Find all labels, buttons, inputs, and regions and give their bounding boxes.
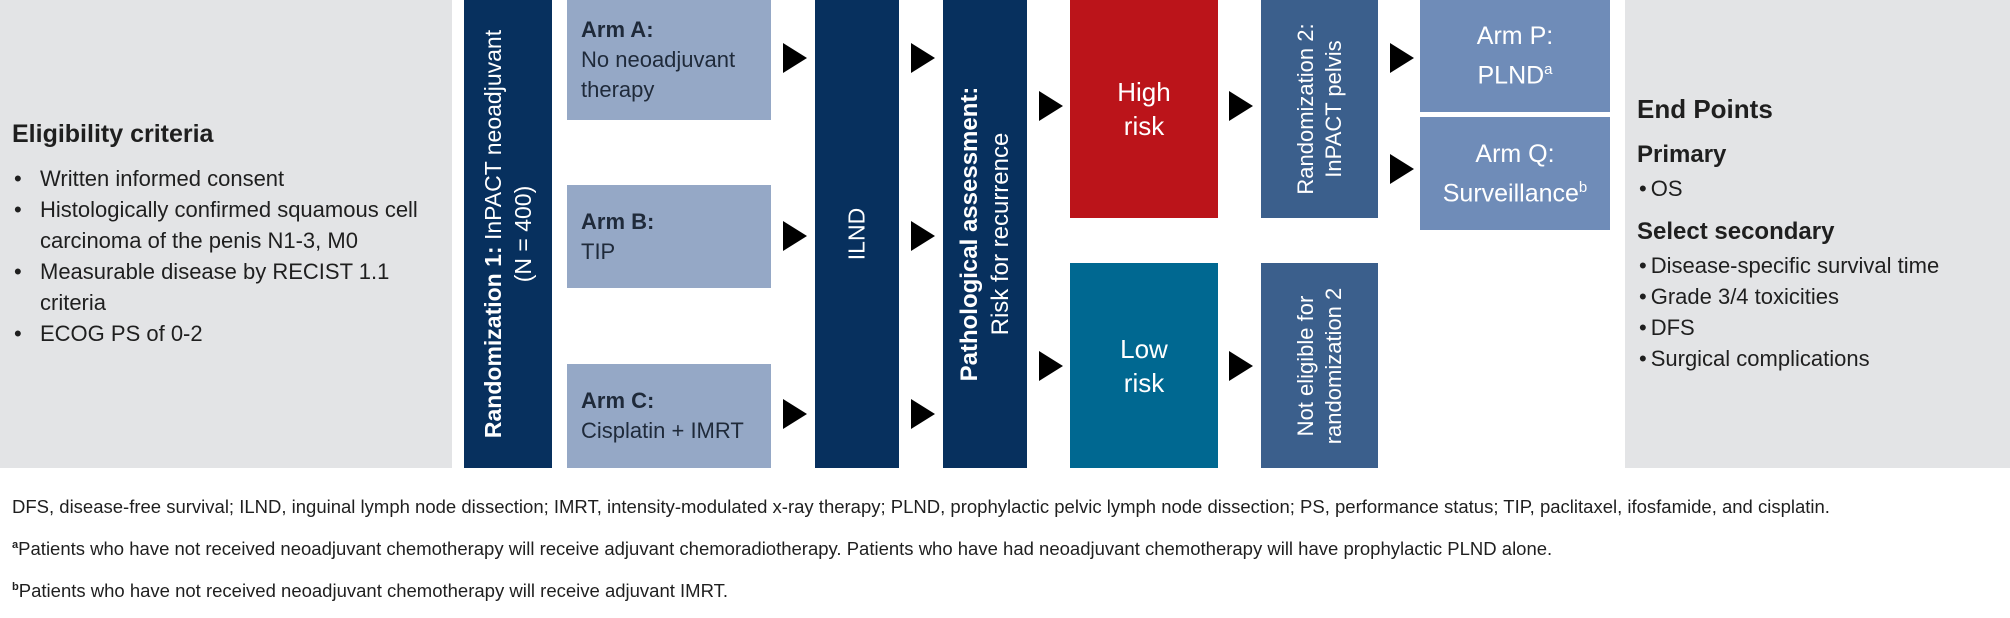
secondary-label: Select secondary [1637, 218, 1835, 245]
arrow-icon [1390, 154, 1414, 184]
arm-q-sup: b [1578, 178, 1588, 196]
arrow-icon [911, 43, 935, 73]
eligibility-list: Written informed consent Histologically … [12, 163, 442, 349]
not-eligible-box: Not eligible for randomization 2 [1261, 263, 1378, 468]
footnote-b-text: Patients who have not received neoadjuva… [18, 580, 729, 601]
eligibility-item: Histologically confirmed squamous cell c… [12, 194, 442, 256]
high-risk-line1: High [1117, 77, 1171, 107]
footnote-a: aPatients who have not received neoadjuv… [12, 538, 1552, 560]
arrow-icon [911, 221, 935, 251]
arm-q-box: Arm Q: Surveillanceb [1420, 117, 1610, 230]
endpoints-title: End Points [1637, 94, 1773, 124]
arrow-icon [1039, 91, 1063, 121]
footnote-abbreviations: DFS, disease-free survival; ILND, inguin… [12, 496, 1830, 517]
arrow-icon [1229, 351, 1253, 381]
arm-b-box: Arm B: TIP [567, 185, 771, 288]
randomization1-label: Randomization 1: [480, 246, 506, 439]
arm-q-title: Arm Q: [1475, 139, 1555, 168]
not-eligible-line2: randomization 2 [1320, 287, 1346, 444]
high-risk-box: High risk [1070, 0, 1218, 218]
low-risk-line2: risk [1123, 367, 1165, 398]
primary-label: Primary [1637, 141, 1727, 168]
secondary-item: Disease-specific survival time [1637, 250, 2002, 281]
randomization2-box: Randomization 2: InPACT pelvis [1261, 0, 1378, 218]
eligibility-item: ECOG PS of 0-2 [12, 318, 442, 349]
arrow-icon [1229, 91, 1253, 121]
arrow-icon [1390, 43, 1414, 73]
arm-a-desc: No neoadjuvant therapy [581, 47, 736, 102]
low-risk-line1: Low [1120, 333, 1168, 364]
primary-list: OS [1637, 173, 2002, 204]
secondary-list: Disease-specific survival time Grade 3/4… [1637, 250, 2002, 374]
arm-c-desc: Cisplatin + IMRT [581, 418, 744, 443]
arrow-icon [1039, 351, 1063, 381]
arm-b-desc: TIP [581, 238, 616, 264]
arrow-icon [911, 399, 935, 429]
endpoints-panel: End Points Primary OS Select secondary D… [1625, 0, 2010, 468]
arm-q-desc: Surveillance [1442, 179, 1579, 208]
secondary-item: Surgical complications [1637, 343, 2002, 374]
footnote-b-mark: b [12, 580, 19, 593]
pathology-label: Pathological assessment: [956, 86, 983, 382]
ilnd-label: ILND [843, 207, 870, 261]
eligibility-item: Measurable disease by RECIST 1.1 criteri… [12, 256, 442, 318]
footnote-a-text: Patients who have not received neoadjuva… [18, 538, 1553, 559]
pathology-box: Pathological assessment: Risk for recurr… [943, 0, 1027, 468]
arm-a-title: Arm A: [581, 17, 654, 42]
arm-p-box: Arm P: PLNDa [1420, 0, 1610, 112]
randomization2-line2: InPACT pelvis [1320, 40, 1346, 178]
arm-c-box: Arm C: Cisplatin + IMRT [567, 364, 771, 468]
arm-c-title: Arm C: [581, 388, 655, 413]
arm-a-box: Arm A: No neoadjuvant therapy [567, 0, 771, 120]
arm-b-title: Arm B: [581, 208, 655, 234]
randomization1-text: InPACT neoadjuvant [480, 29, 506, 241]
randomization2-line1: Randomization 2: [1292, 23, 1318, 195]
arm-p-sup: a [1544, 61, 1553, 79]
arrow-icon [783, 43, 807, 73]
randomization1-n: (N = 400) [510, 185, 536, 283]
pathology-text: Risk for recurrence [987, 132, 1014, 336]
arrow-icon [783, 221, 807, 251]
not-eligible-line1: Not eligible for [1292, 295, 1318, 436]
eligibility-title: Eligibility criteria [12, 120, 214, 148]
secondary-item: DFS [1637, 312, 2002, 343]
footnote-b: bPatients who have not received neoadjuv… [12, 580, 728, 602]
low-risk-box: Low risk [1070, 263, 1218, 468]
eligibility-item: Written informed consent [12, 163, 442, 194]
eligibility-panel: Eligibility criteria Written informed co… [0, 0, 452, 468]
randomization1-box: Randomization 1: InPACT neoadjuvant (N =… [464, 0, 552, 468]
secondary-item: Grade 3/4 toxicities [1637, 281, 2002, 312]
arrow-icon [783, 399, 807, 429]
ilnd-box: ILND [815, 0, 899, 468]
arm-p-title: Arm P: [1476, 22, 1554, 51]
primary-item: OS [1637, 173, 2002, 204]
arm-p-desc: PLND [1477, 61, 1545, 90]
footnote-a-mark: a [12, 538, 19, 551]
high-risk-line2: risk [1123, 111, 1165, 141]
